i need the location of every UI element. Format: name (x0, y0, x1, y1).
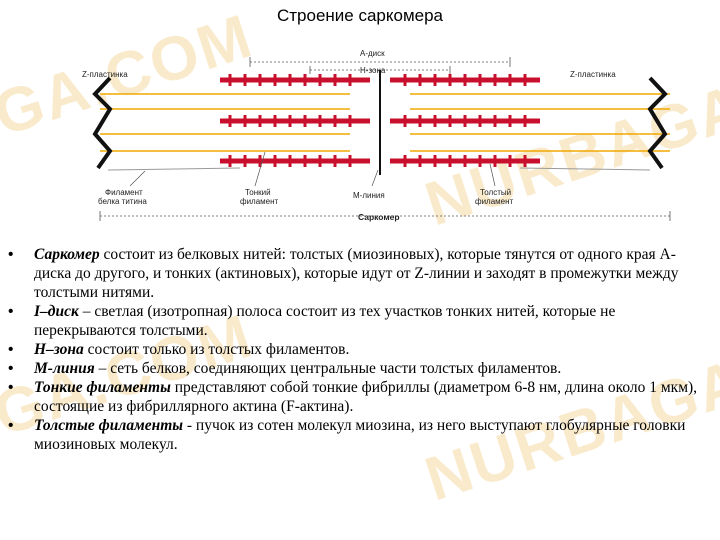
bullet-thick-filaments: Толстые филаменты - пучок из сотен молек… (8, 416, 708, 454)
bullet-term: Толстые филаменты (34, 417, 184, 434)
bullet-thin-filaments: Тонкие филаменты представляют собой тонк… (8, 378, 708, 416)
titin-left (107, 167, 241, 171)
label-h-zone: Н-зона (360, 66, 386, 75)
label-thin-2: филамент (240, 197, 279, 206)
z-disc-left (92, 76, 113, 170)
bullet-term: Н–зона (34, 341, 84, 358)
bullet-term: Саркомер (34, 246, 100, 263)
label-sarcomere: Саркомер (358, 212, 400, 222)
myosin-heads (228, 74, 527, 167)
sarcomere-diagram: А-диск Н-зона Z-пластинка Z-пластинка (60, 40, 690, 230)
bullet-h-zone: Н–зона состоит только из толстых филамен… (8, 340, 708, 359)
label-a-disk: А-диск (360, 49, 385, 58)
label-z-right: Z-пластинка (570, 70, 616, 79)
bullet-sarcomere: Саркомер состоит из белковых нитей: толс… (8, 245, 708, 302)
label-thick-1: Толстый (480, 188, 511, 197)
bullet-text: – светлая (изотропная) полоса состоит из… (34, 303, 616, 339)
bullet-i-disk: I–диск – светлая (изотропная) полоса сос… (8, 302, 708, 340)
bullet-text: - пучок из сотен молекул миозина, из нег… (34, 417, 686, 453)
label-m-line: М-линия (353, 191, 385, 200)
label-titin-1: Филамент (105, 188, 143, 197)
bullet-m-line: М-линия – сеть белков, соединяющих центр… (8, 359, 708, 378)
bullet-text: состоит из белковых нитей: толстых (миоз… (34, 246, 679, 301)
slide-title: Строение саркомера (276, 6, 444, 25)
z-disc-right (647, 76, 668, 170)
bullet-term: Тонкие филаменты (34, 379, 171, 396)
label-z-left: Z-пластинка (82, 70, 128, 79)
titin-right (519, 167, 651, 171)
bullet-text: представляют собой тонкие фибриллы (диам… (34, 379, 698, 415)
sarcomere-svg: А-диск Н-зона Z-пластинка Z-пластинка (82, 49, 671, 222)
bullet-term: М-линия (34, 360, 95, 377)
label-thin-1: Тонкий (245, 188, 271, 197)
bullet-text: состоит только из толстых филаментов. (83, 341, 350, 358)
bullet-text: – сеть белков, соединяющих центральные ч… (94, 360, 562, 377)
label-thick-2: филамент (475, 197, 514, 206)
bullet-list: Саркомер состоит из белковых нитей: толс… (8, 245, 708, 454)
bullet-term: I–диск (34, 303, 79, 320)
label-titin-2: белка титина (98, 197, 147, 206)
